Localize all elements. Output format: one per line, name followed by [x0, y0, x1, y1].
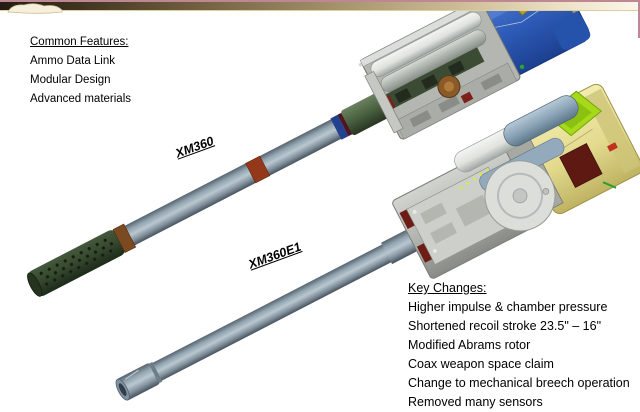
key-changes-block: Key Changes: Higher impulse & chamber pr…	[408, 279, 630, 412]
common-features-item: Ammo Data Link	[30, 55, 116, 67]
key-changes-item: Shortened recoil stroke 23.5" – 16"	[408, 319, 602, 333]
xm360-barrel	[120, 111, 357, 248]
key-changes-item: Coax weapon space claim	[408, 357, 554, 371]
key-changes-item: Removed many sensors	[408, 395, 543, 409]
common-features-title: Common Features:	[30, 36, 129, 48]
key-changes-item: Higher impulse & chamber pressure	[408, 300, 608, 314]
key-changes-title: Key Changes:	[408, 281, 487, 295]
common-features-item: Modular Design	[30, 74, 111, 86]
slide-border-right	[638, 0, 640, 38]
xm360e1-render	[115, 83, 640, 401]
logo-fragment	[7, 3, 63, 14]
xm360e1-muzzle	[115, 361, 163, 401]
key-changes-item: Modified Abrams rotor	[408, 338, 531, 352]
common-features-item: Advanced materials	[30, 93, 131, 105]
slide-border-top	[0, 0, 640, 2]
xm360-cradle	[358, 0, 521, 140]
header-bar	[0, 2, 640, 14]
xm360-muzzle-brake	[27, 223, 137, 297]
key-changes-item: Change to mechanical breech operation	[408, 376, 630, 390]
xm360e1-cradle	[392, 95, 579, 279]
xm360-barrel-band	[245, 155, 271, 184]
common-features-block: Common Features: Ammo Data Link Modular …	[30, 33, 131, 109]
xm360e1-barrel	[150, 226, 427, 382]
